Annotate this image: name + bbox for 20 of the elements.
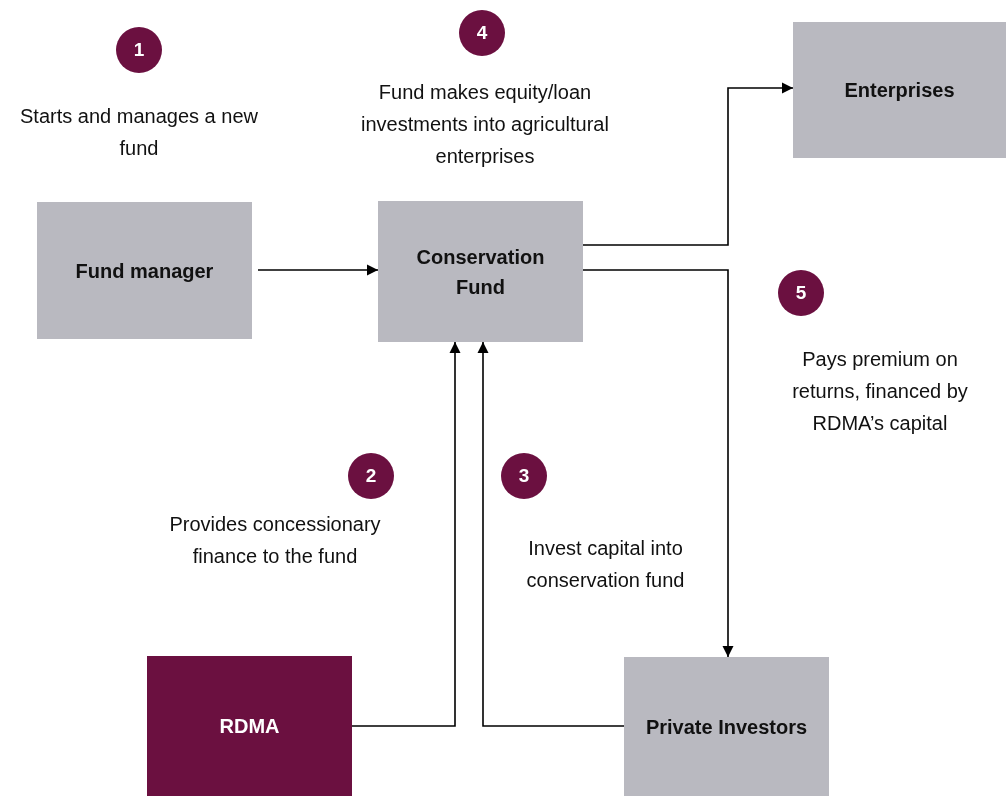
step-description: Invest capital into conservation fund (525, 536, 686, 593)
process-box: Conservation Fund (378, 201, 583, 342)
step-description: Fund makes equity/loan investments into agricultural enterprises (360, 80, 610, 169)
step-number: 4 (459, 10, 505, 56)
arrow (257, 264, 379, 276)
step-description: Pays premium on returns, financed by RDMA’s capital (791, 347, 969, 436)
step-number: 2 (348, 453, 394, 499)
process-box: Private Investors (624, 657, 829, 796)
step-description: Provides concessionary finance to the fund (168, 512, 382, 569)
process-box: Fund manager (37, 202, 252, 339)
step-description: Starts and manages a new fund (19, 104, 259, 161)
step-number: 1 (116, 27, 162, 73)
arrow (477, 341, 625, 727)
arrow (351, 341, 461, 727)
arrow (582, 269, 734, 658)
arrow (582, 82, 794, 246)
process-box: Enterprises (793, 22, 1006, 158)
step-number: 3 (501, 453, 547, 499)
process-box: RDMA (147, 656, 352, 796)
step-number: 5 (778, 270, 824, 316)
